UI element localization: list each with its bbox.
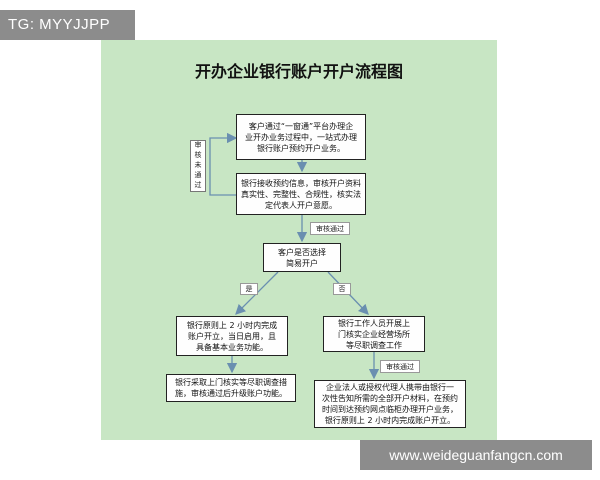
arrow-n2-back-to-n1 (209, 132, 238, 196)
label-review-not-passed: 审核未通过 (190, 140, 206, 192)
step-bank-review: 银行接收预约信息，审核开户资料 真实性、完整性、合规性，核实法 定代表人开户意愿… (236, 173, 366, 215)
step-onsite-due-diligence: 银行工作人员开展上 门核实企业经营场所 等尽职调查工作 (323, 316, 425, 352)
step-counter-account-opening: 企业法人或授权代理人携带由银行一 次性告知所需的全部开户材料，在预约 时间到达预… (314, 380, 466, 428)
label-yes: 是 (240, 283, 258, 295)
label-review-passed-2: 审核通过 (380, 360, 420, 373)
source-tag: TG: MYYJJPP (0, 10, 135, 40)
step-open-within-two-hours: 银行原则上 2 小时内完成 账户开立，当日启用，且 具备基本业务功能。 (176, 316, 288, 356)
watermark: www.weideguanfangcn.com (360, 440, 592, 470)
step-online-appointment: 客户通过“一窗通”平台办理企 业开办业务过程中，一站式办理 银行账户预约开户业务… (236, 114, 366, 160)
label-review-passed: 审核通过 (310, 222, 350, 235)
step-simple-account-decision: 客户是否选择 简易开户 (263, 243, 341, 272)
label-no: 否 (333, 283, 351, 295)
flowchart-title: 开办企业银行账户开户流程图 (194, 62, 403, 81)
step-upgrade-account-functions: 银行采取上门核实等尽职调查措 施，审核通过后升级账户功能。 (166, 374, 296, 402)
